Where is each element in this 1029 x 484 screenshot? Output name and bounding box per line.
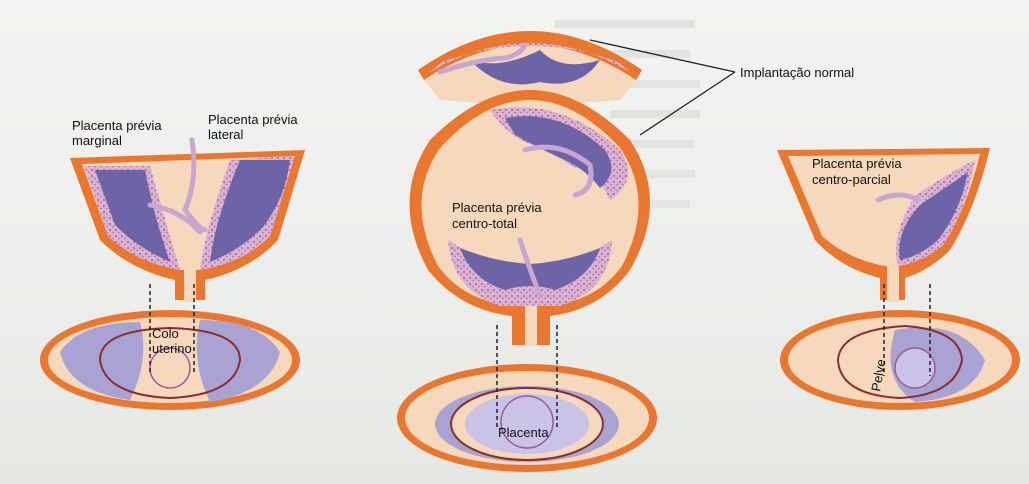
label-lateral-line1: Placenta prévia: [208, 112, 298, 127]
label-centro-total-line2: centro-total: [452, 216, 517, 231]
label-centro-total-line1: Placenta prévia: [452, 200, 542, 215]
label-placenta: Placenta: [498, 425, 549, 440]
label-centro-parcial-line2: centro-parcial: [812, 172, 891, 187]
center-uterus: [409, 90, 650, 346]
label-colo-line1: Colo: [152, 326, 179, 341]
label-colo-line2: uterino: [152, 341, 192, 356]
center-bottom-section: [397, 325, 657, 472]
label-marginal-line1: Placenta prévia: [72, 118, 162, 133]
label-lateral-line2: lateral: [208, 127, 244, 142]
right-bottom-section: [780, 284, 1020, 410]
left-uterus: [70, 140, 305, 302]
label-marginal-line2: marginal: [72, 133, 122, 148]
label-implantacao-normal: Implantação normal: [740, 65, 854, 80]
label-centro-parcial-line1: Placenta prévia: [812, 156, 902, 171]
